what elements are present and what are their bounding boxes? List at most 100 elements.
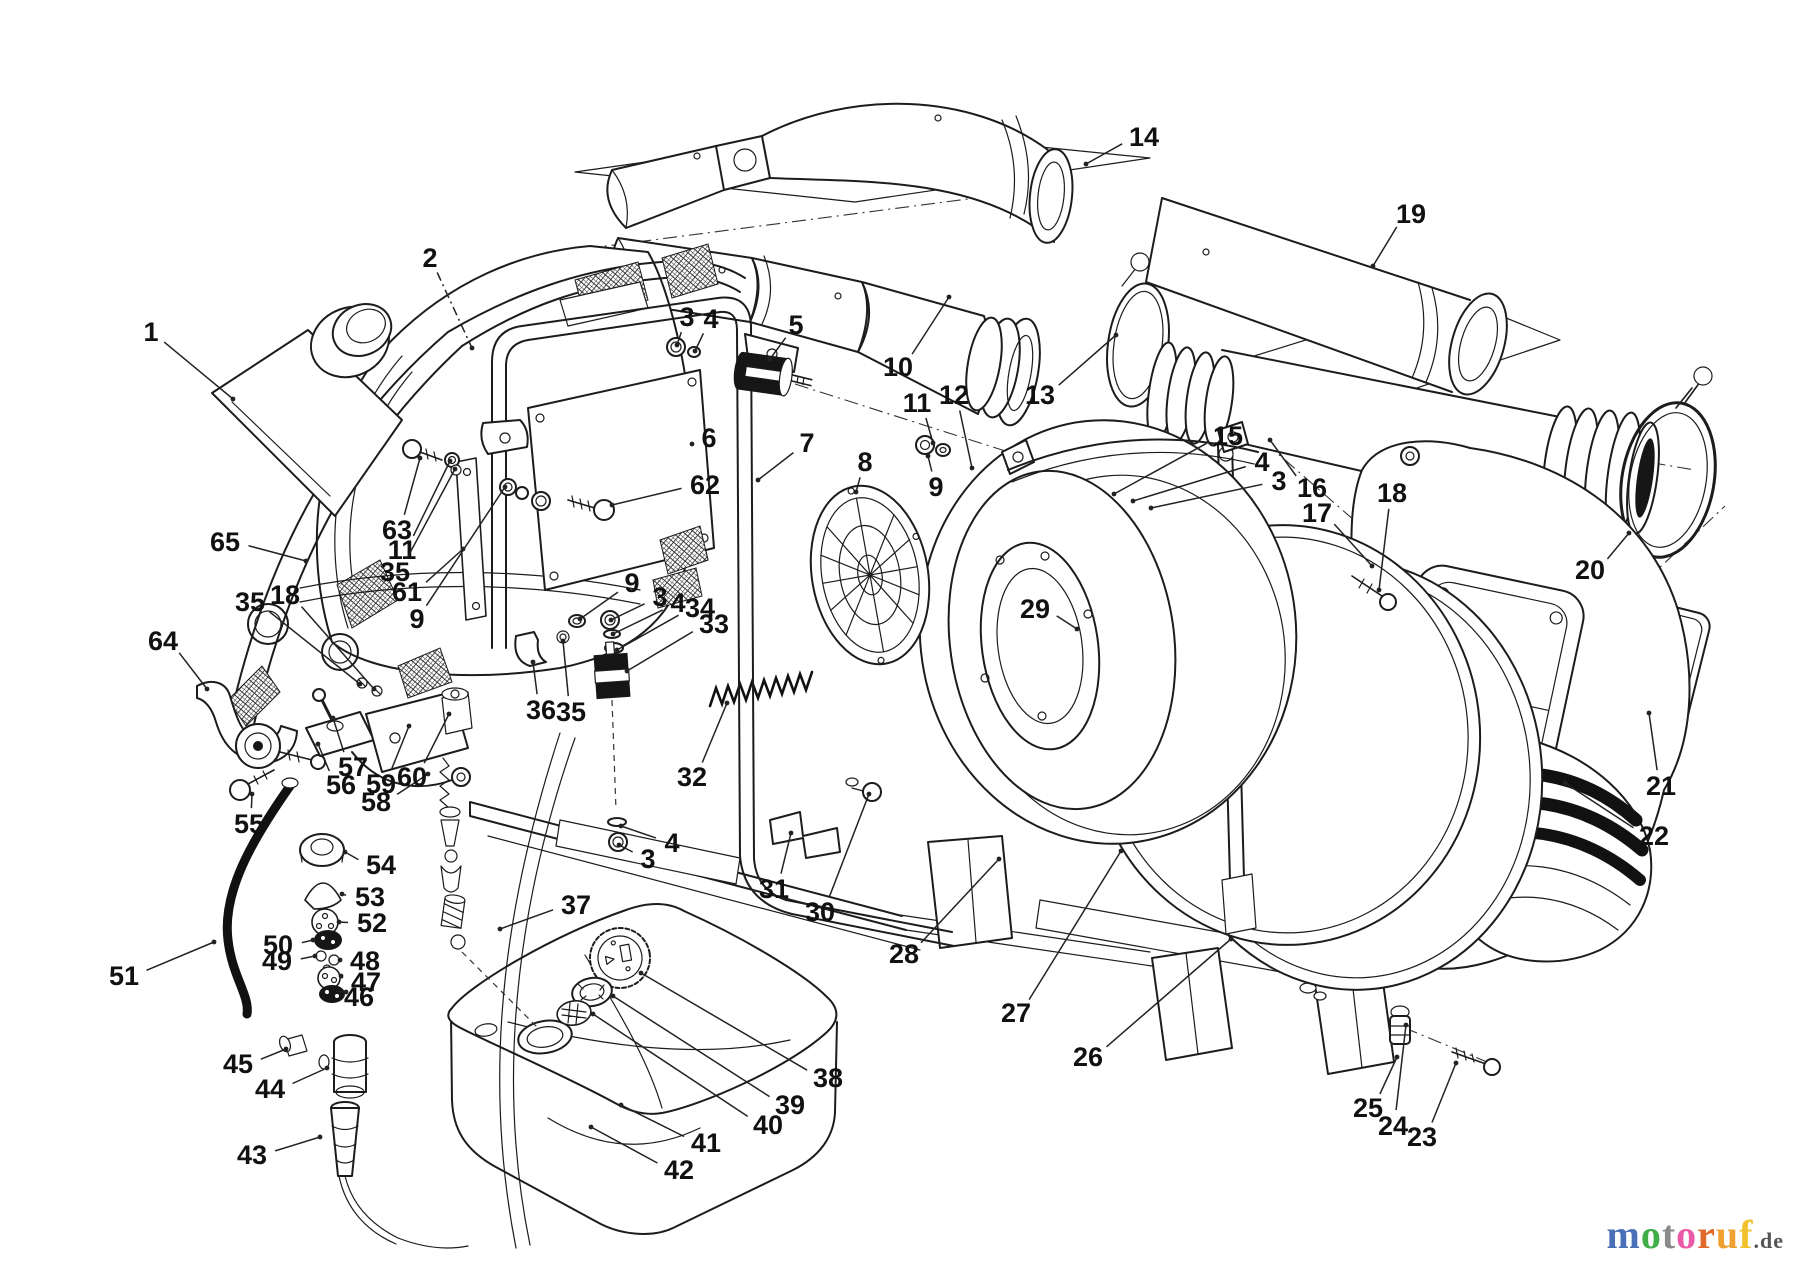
connector-44 xyxy=(318,1034,369,1099)
part-label-11: 11 xyxy=(903,388,932,418)
part-label-38: 38 xyxy=(813,1063,843,1093)
fuel-cap-38 xyxy=(589,927,651,989)
part-label-20: 20 xyxy=(1575,555,1605,585)
throttle-lever-64 xyxy=(196,680,326,770)
leader-line-35 xyxy=(406,468,456,559)
leader-line-34 xyxy=(616,614,679,651)
part-label-9: 9 xyxy=(409,604,424,634)
part-label-10: 10 xyxy=(883,352,913,382)
leader-dot xyxy=(1074,626,1080,632)
part-label-13: 13 xyxy=(1025,380,1055,410)
leader-line-22 xyxy=(1564,782,1634,829)
leader-line-14 xyxy=(1085,143,1123,165)
leader-line-8 xyxy=(855,477,861,493)
part-label-17: 17 xyxy=(1302,498,1332,528)
part-label-31: 31 xyxy=(759,874,789,904)
part-label-48: 48 xyxy=(350,946,380,976)
leader-dot xyxy=(767,356,773,362)
part-label-5: 5 xyxy=(788,310,803,340)
leader-dot xyxy=(610,993,616,999)
leader-dot xyxy=(610,631,616,637)
part-label-61: 61 xyxy=(392,577,422,607)
backplate-62 xyxy=(527,369,715,591)
part-label-64: 64 xyxy=(148,626,178,656)
ground-wire-58 xyxy=(351,751,453,787)
part-label-9: 9 xyxy=(624,568,639,598)
leader-dot xyxy=(357,681,363,687)
leader-line-2 xyxy=(436,272,473,349)
leader-line-40 xyxy=(592,1013,749,1118)
part-label-3: 3 xyxy=(640,844,655,874)
part-label-25: 25 xyxy=(1353,1093,1383,1123)
leader-dot xyxy=(1267,437,1273,443)
part-label-45: 45 xyxy=(223,1049,253,1079)
leader-dot xyxy=(866,791,872,797)
part-label-16: 16 xyxy=(1297,473,1327,503)
logo-letter: m xyxy=(1606,1212,1641,1257)
leader-line-51 xyxy=(146,941,215,971)
leader-line-4 xyxy=(612,609,664,635)
leader-dot xyxy=(1130,498,1136,504)
leader-dot xyxy=(788,830,794,836)
leader-line-9 xyxy=(927,455,933,472)
cap-screen-40 xyxy=(556,1000,592,1026)
leader-dot xyxy=(588,1124,594,1130)
leader-dot xyxy=(406,723,412,729)
leader-line-4 xyxy=(694,332,705,352)
washers-11-9 xyxy=(915,435,951,457)
leader-dot xyxy=(609,502,615,508)
fan-guard-8 xyxy=(809,484,931,666)
blower-tube-middle xyxy=(610,237,1041,427)
leader-dot xyxy=(249,791,255,797)
part-label-22: 22 xyxy=(1639,821,1669,851)
leader-dot xyxy=(1113,332,1119,338)
part-label-30: 30 xyxy=(805,897,835,927)
part-label-18: 18 xyxy=(270,580,300,610)
part-label-4: 4 xyxy=(1254,447,1269,477)
part-label-37: 37 xyxy=(561,890,591,920)
leader-line-3 xyxy=(618,844,634,853)
leader-dot xyxy=(502,484,508,490)
throttle-and-fuel-parts xyxy=(196,680,576,1249)
leader-line-37 xyxy=(499,909,554,930)
part-label-43: 43 xyxy=(237,1140,267,1170)
part-label-1: 1 xyxy=(143,317,158,347)
leader-line-38 xyxy=(640,972,808,1071)
leader-dot xyxy=(755,477,761,483)
leader-line-25 xyxy=(1379,1056,1398,1095)
nut-washer-3-4 xyxy=(666,337,701,358)
leader-line-31 xyxy=(780,832,792,874)
leader-dot xyxy=(724,700,730,706)
leader-line-42 xyxy=(590,1126,658,1164)
leader-line-4 xyxy=(1132,465,1246,502)
part-label-62: 62 xyxy=(690,470,720,500)
part-label-9: 9 xyxy=(928,472,943,502)
leader-line-39 xyxy=(612,995,771,1098)
leader-line-30 xyxy=(828,793,870,898)
leader-line-33 xyxy=(626,630,694,672)
leader-line-9 xyxy=(425,486,506,607)
leader-dot xyxy=(1376,587,1382,593)
part-label-24: 24 xyxy=(1378,1111,1408,1141)
leader-dot xyxy=(577,616,583,622)
part-label-55: 55 xyxy=(234,809,264,839)
part-label-44: 44 xyxy=(255,1074,285,1104)
leader-dot xyxy=(1394,1054,1400,1060)
leader-line-32 xyxy=(701,702,728,763)
leader-dot xyxy=(1228,936,1234,942)
hose-fitting-45 xyxy=(278,1034,308,1057)
leader-dot xyxy=(343,989,349,995)
logo-letter: t xyxy=(1661,1212,1677,1257)
leader-dot xyxy=(930,440,936,446)
logo-suffix: .de xyxy=(1753,1228,1784,1253)
leader-line-9 xyxy=(579,591,619,620)
leader-line-23 xyxy=(1431,1062,1457,1123)
leader-dot xyxy=(674,342,680,348)
leader-dot xyxy=(1148,505,1154,511)
leader-dot xyxy=(616,842,622,848)
leader-line-18 xyxy=(1378,508,1390,591)
leader-line-15 xyxy=(1113,442,1207,495)
part-label-27: 27 xyxy=(1001,998,1031,1028)
part-label-34: 34 xyxy=(685,593,715,623)
